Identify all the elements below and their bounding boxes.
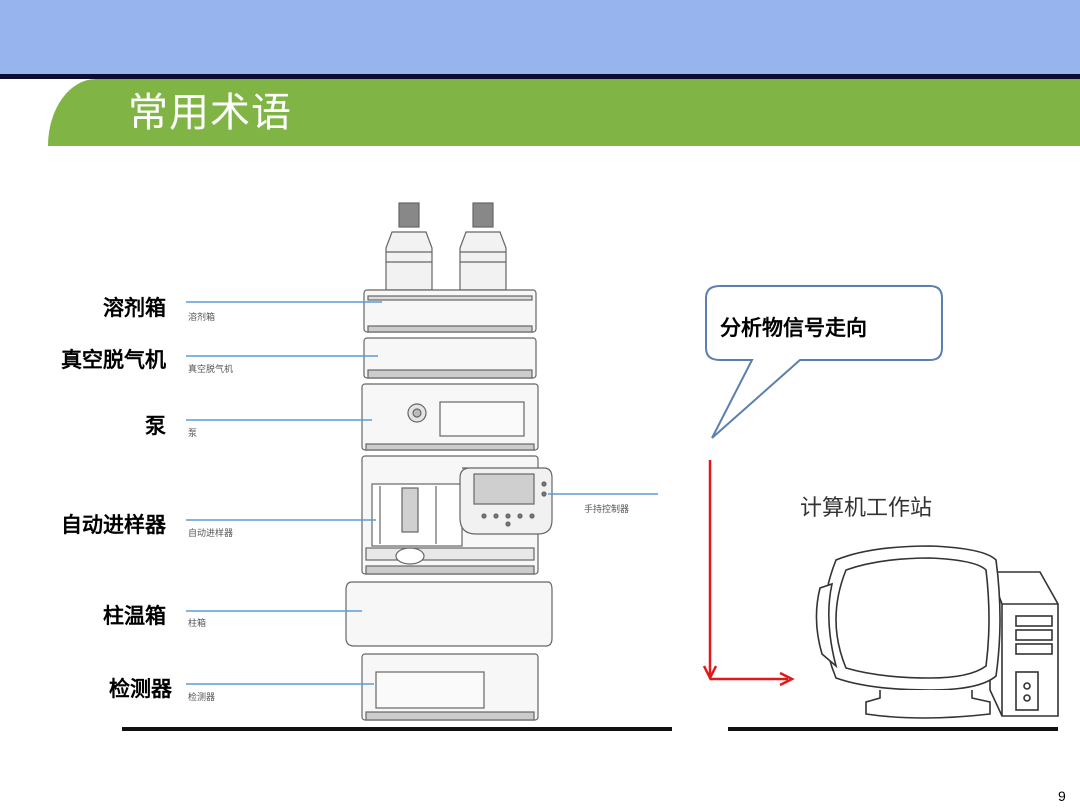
- label-autosampler: 自动进样器: [61, 513, 166, 537]
- small-label-degasser: 真空脱气机: [188, 363, 233, 375]
- workstation-caption: 计算机工作站: [800, 496, 933, 521]
- header-divider: [0, 74, 1080, 79]
- small-label-handheld: 手持控制器: [584, 503, 629, 515]
- small-label-pump: 泵: [188, 428, 197, 439]
- header-bar: [0, 0, 1080, 74]
- hplc-instrument: [345, 202, 553, 721]
- signal-callout-bubble: [705, 285, 943, 439]
- signal-arrow: [702, 460, 795, 687]
- label-pump: 泵: [145, 414, 166, 438]
- callout-text: 分析物信号走向: [720, 316, 867, 340]
- solvent-bottle-left: [385, 202, 433, 291]
- small-label-autosampler: 自动进样器: [188, 527, 233, 539]
- solvent-bottle-right: [459, 202, 507, 291]
- handheld-controller: [459, 467, 553, 535]
- title-bar: [48, 79, 1080, 146]
- label-column-oven: 柱温箱: [103, 604, 166, 628]
- label-solvent-cabinet: 溶剂箱: [103, 296, 166, 320]
- computer-workstation: [815, 545, 1059, 719]
- label-vacuum-degasser: 真空脱气机: [61, 348, 166, 372]
- small-label-solvent: 溶剂箱: [188, 311, 215, 323]
- page-title: 常用术语: [128, 90, 292, 136]
- label-detector: 检测器: [109, 677, 172, 701]
- page-number: 9: [1058, 788, 1066, 804]
- small-label-detector: 检测器: [188, 691, 215, 703]
- leader-lines: [186, 301, 658, 685]
- column-oven: [345, 581, 553, 647]
- small-label-column-oven: 柱箱: [188, 617, 206, 629]
